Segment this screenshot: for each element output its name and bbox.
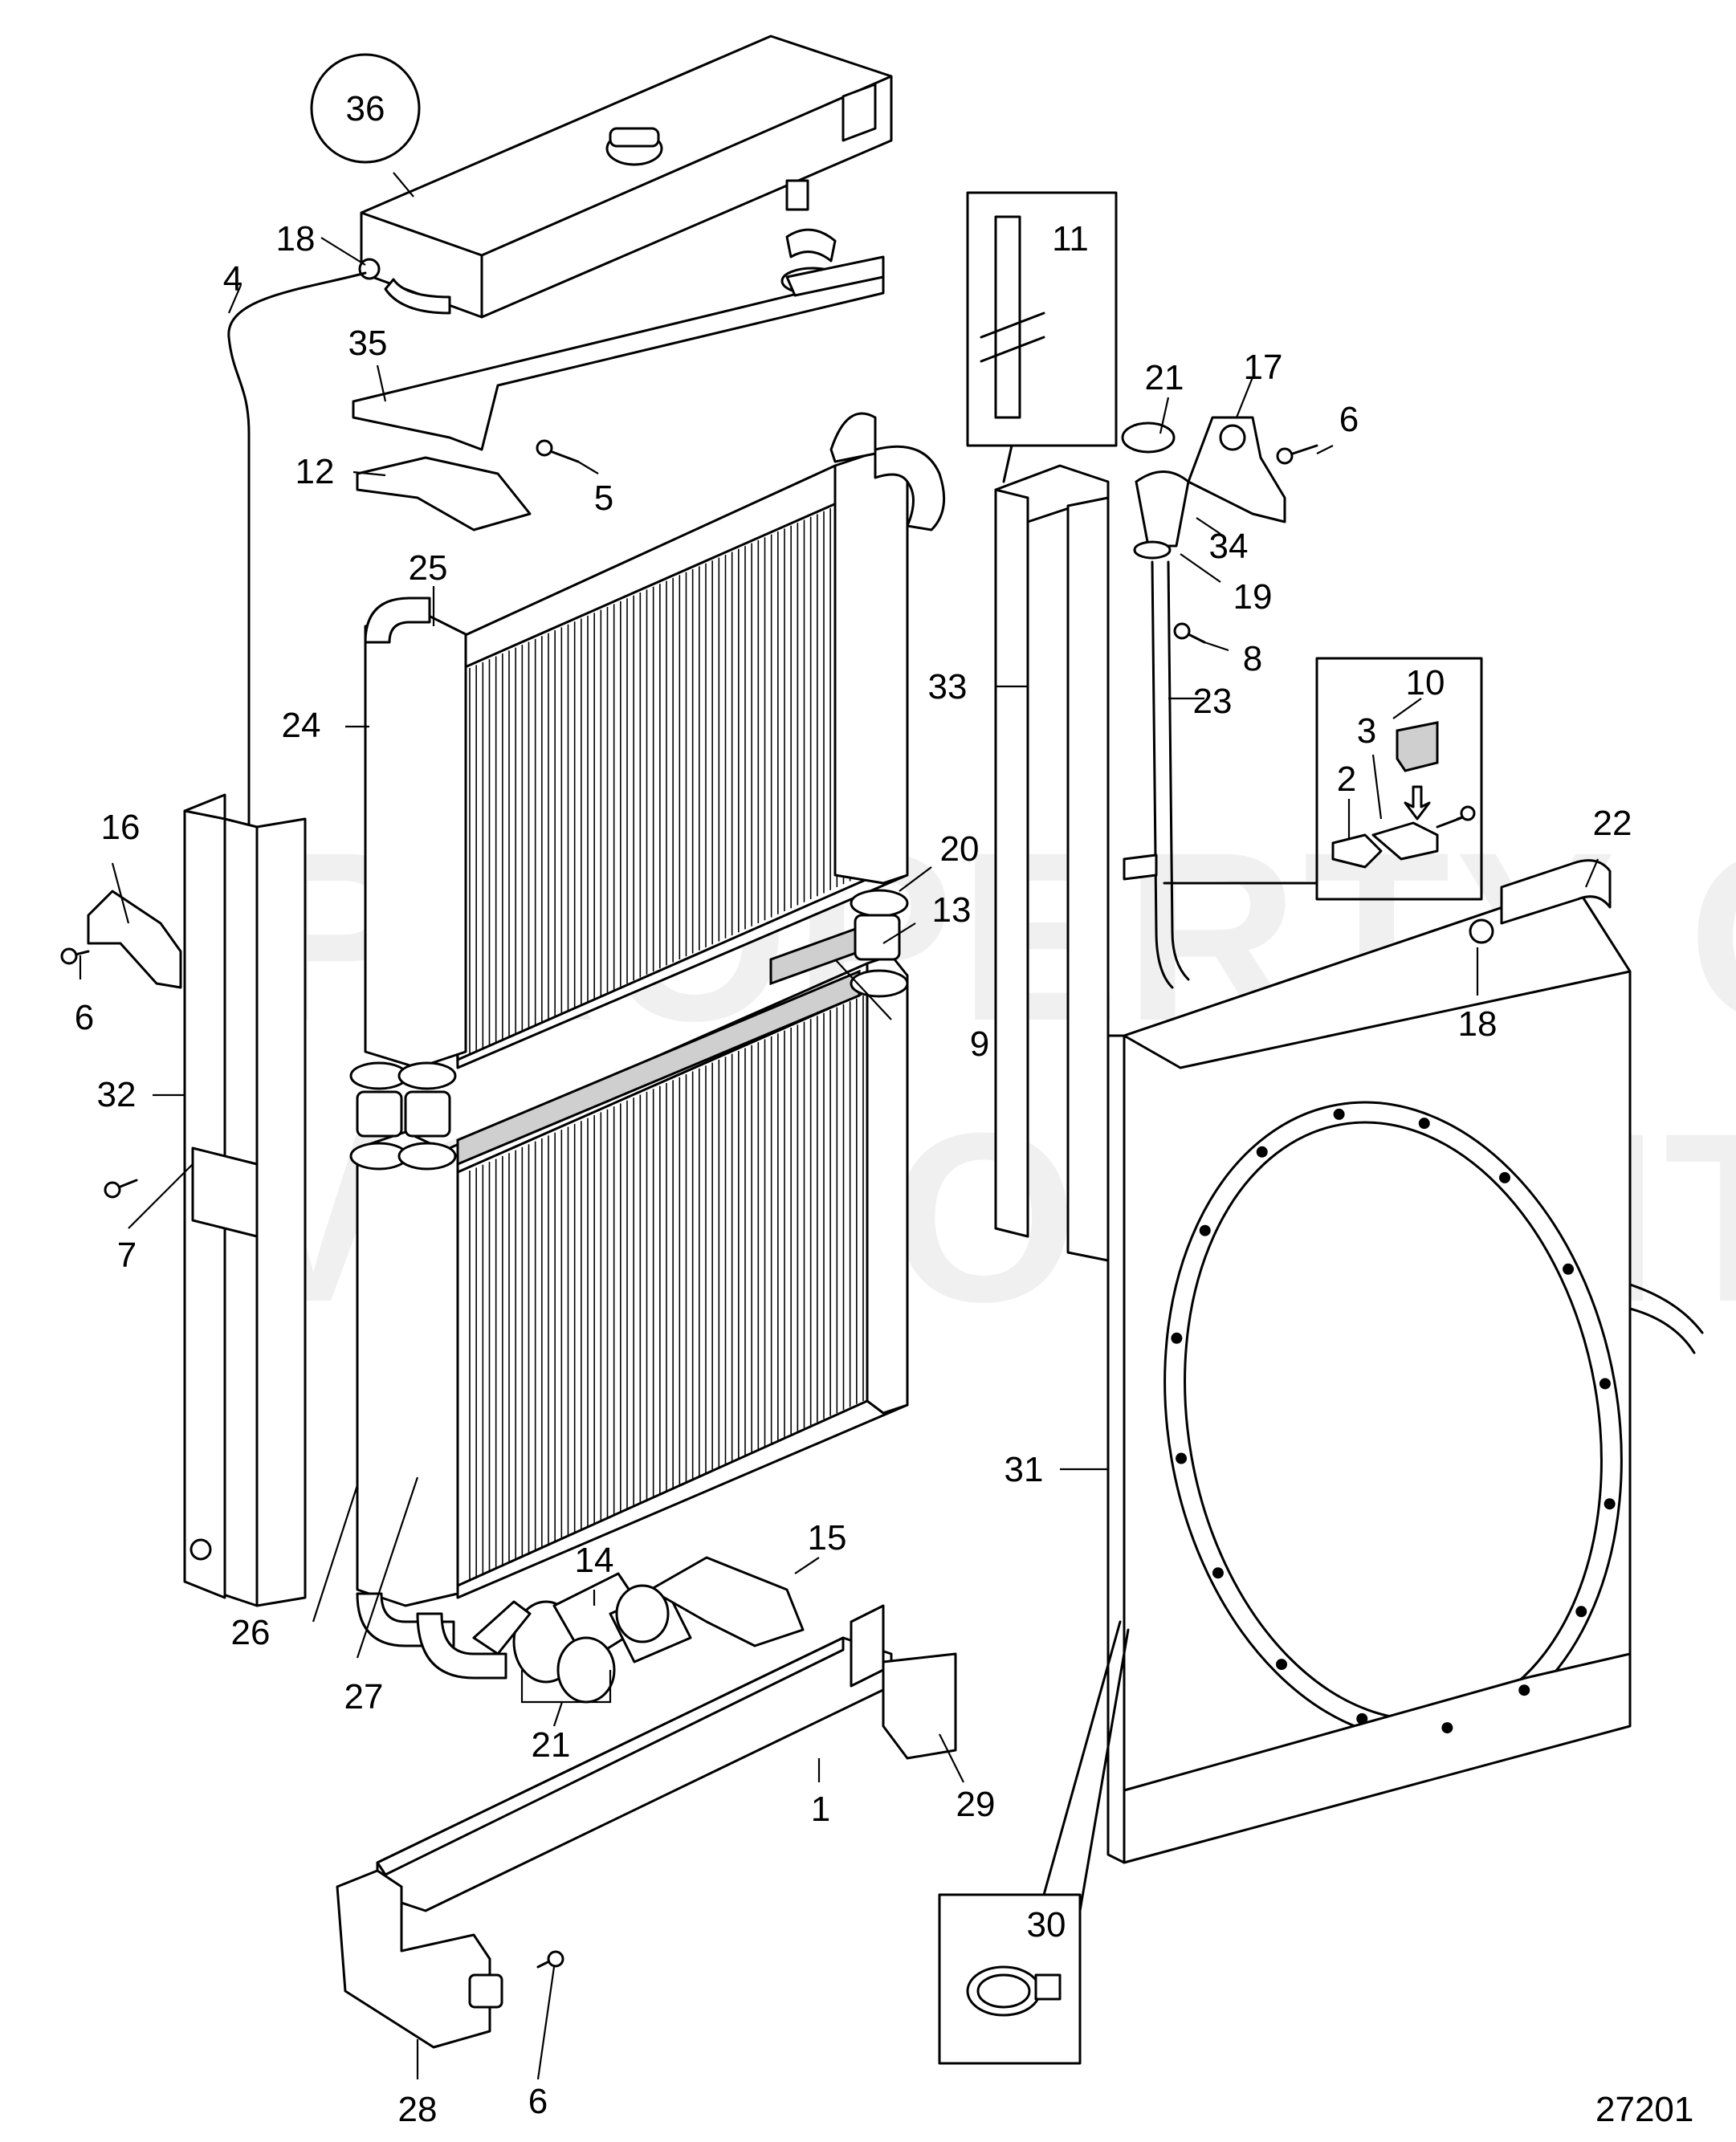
- callout-25: 25: [409, 548, 448, 588]
- callout-33: 33: [928, 667, 968, 707]
- shroud-bolt: [1604, 1498, 1616, 1510]
- shroud-bolt: [1441, 1722, 1453, 1734]
- shroud-bolt: [1356, 1712, 1368, 1725]
- callout-31: 31: [1005, 1450, 1044, 1489]
- shroud-bolt: [1563, 1263, 1575, 1275]
- shroud-bolt: [1199, 1224, 1211, 1236]
- callout-23: 23: [1193, 682, 1233, 721]
- callout-34: 34: [1209, 527, 1249, 566]
- shroud-bolt: [1176, 1452, 1188, 1464]
- callout-14: 14: [575, 1541, 614, 1580]
- callout-15: 15: [808, 1518, 847, 1558]
- callout-9: 9: [970, 1024, 989, 1064]
- left-side-member: [87, 793, 307, 1607]
- callout-11: 11: [1052, 219, 1089, 259]
- callout-28: 28: [398, 2090, 438, 2129]
- callout-13: 13: [932, 890, 972, 930]
- shroud-bolt: [1418, 1118, 1430, 1130]
- shroud-bolt: [1276, 1659, 1288, 1671]
- right-top-fittings: [1121, 416, 1286, 989]
- callout-36: 36: [346, 89, 385, 128]
- callout-26: 26: [231, 1613, 271, 1652]
- callout-19: 19: [1233, 577, 1273, 617]
- shroud-bolt: [1599, 1378, 1611, 1390]
- callout-32: 32: [97, 1075, 137, 1114]
- callout-4: 4: [223, 259, 242, 299]
- callout-18: 18: [276, 219, 316, 259]
- right-side-member: [994, 464, 1110, 1262]
- callout-2: 2: [1337, 759, 1356, 799]
- radiator-lower: [356, 921, 909, 1680]
- detail-box-clip: [1163, 657, 1483, 901]
- shroud-bolt: [1575, 1606, 1587, 1618]
- callout-8: 8: [1243, 639, 1262, 678]
- callout-labels: 36 18 4 35 12 5 25 24 16 6 32 7 26 27 11…: [75, 89, 1632, 2129]
- bottom-supports: [336, 1604, 957, 2049]
- callout-35: 35: [348, 324, 388, 363]
- tank-brackets: [352, 255, 885, 531]
- callout-6-top: 6: [1339, 400, 1359, 439]
- callout-27: 27: [344, 1677, 384, 1716]
- callout-21-bottom: 21: [532, 1725, 571, 1765]
- expansion-tank: [358, 35, 893, 319]
- callout-3: 3: [1357, 711, 1376, 751]
- callout-6-bottom: 6: [528, 2082, 548, 2121]
- shroud-bolt: [1256, 1146, 1268, 1158]
- callout-21-top: 21: [1145, 358, 1184, 397]
- shroud-bolt: [1498, 1171, 1510, 1183]
- callout-7: 7: [117, 1236, 137, 1275]
- callout-18-right: 18: [1458, 1004, 1498, 1044]
- callout-16: 16: [101, 808, 141, 847]
- callout-12: 12: [295, 452, 335, 491]
- radiator-upper: [364, 412, 946, 1069]
- vent-hose: [227, 271, 367, 1053]
- callout-17: 17: [1244, 348, 1283, 387]
- bolts: [60, 439, 1476, 1969]
- callout-22: 22: [1593, 804, 1632, 843]
- radiator-couplings: [349, 889, 909, 1171]
- callout-36-circle: [310, 53, 421, 164]
- callout-29: 29: [956, 1785, 996, 1824]
- callout-20: 20: [940, 829, 980, 869]
- shroud-bolt: [1212, 1567, 1224, 1579]
- callout-10: 10: [1406, 663, 1445, 702]
- callout-5: 5: [594, 478, 613, 518]
- shroud-bolt: [1171, 1332, 1183, 1344]
- figure-number: 27201: [1595, 2090, 1693, 2129]
- fan-shroud: [1106, 859, 1704, 1864]
- callout-24: 24: [282, 706, 321, 745]
- callout-1: 1: [811, 1790, 830, 1829]
- lower-hoses: [472, 1556, 805, 1704]
- leader-lines: [79, 172, 1599, 2080]
- callout-6-left: 6: [75, 998, 94, 1037]
- shroud-bolt: [1333, 1108, 1345, 1120]
- detail-box-30: [938, 1620, 1130, 2065]
- callout-30: 30: [1027, 1905, 1066, 1944]
- detail-box-11: [966, 191, 1118, 483]
- shroud-bolt: [1518, 1684, 1530, 1696]
